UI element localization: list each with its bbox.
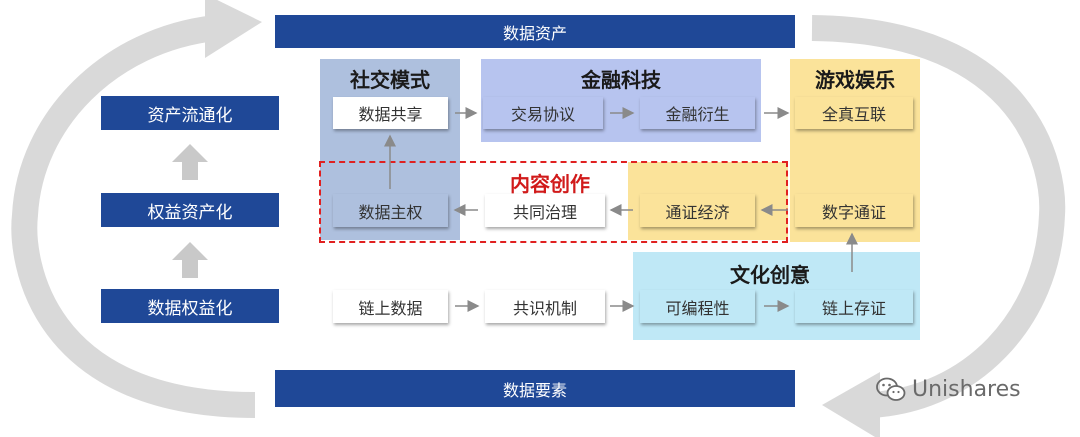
watermark: Unishares (876, 376, 1021, 402)
loop-arrowhead-top (205, 0, 262, 58)
left-box-data-equitization: 数据权益化 (101, 289, 279, 323)
node-financial-derivative: 金融衍生 (640, 97, 755, 129)
node-data-sharing: 数据共享 (333, 97, 448, 129)
left-box-asset-circulation: 资产流通化 (101, 96, 279, 130)
node-token-economy: 通证经济 (640, 194, 755, 227)
left-box-equity-assetization: 权益资产化 (101, 193, 279, 227)
bottom-bar: 数据要素 (275, 370, 795, 407)
loop-arrowhead-bottom (822, 372, 880, 437)
node-digital-token: 数字通证 (795, 194, 913, 227)
up-arrow-icon (172, 144, 208, 180)
zone-title-culture: 文化创意 (730, 263, 810, 287)
node-co-governance: 共同治理 (485, 194, 605, 227)
watermark-text: Unishares (912, 376, 1021, 402)
node-onchain-data: 链上数据 (333, 290, 448, 323)
loop-arc-right (811, 15, 1066, 418)
wechat-icon (876, 377, 906, 401)
zone-title-gaming: 游戏娱乐 (815, 68, 895, 92)
zone-title-fintech: 金融科技 (581, 68, 661, 92)
up-arrow-icon (172, 242, 208, 278)
node-data-sovereignty: 数据主权 (333, 194, 448, 227)
loop-arc-left (11, 15, 256, 418)
zone-title-content: 内容创作 (510, 172, 590, 196)
zone-title-social: 社交模式 (350, 68, 430, 92)
node-onchain-evidence: 链上存证 (795, 290, 913, 323)
zone-content-border (319, 161, 788, 243)
node-trade-protocol: 交易协议 (483, 97, 603, 129)
node-full-interconnect: 全真互联 (795, 97, 913, 129)
top-bar: 数据资产 (275, 15, 795, 48)
node-consensus: 共识机制 (485, 290, 605, 323)
node-programmable: 可编程性 (640, 290, 755, 323)
